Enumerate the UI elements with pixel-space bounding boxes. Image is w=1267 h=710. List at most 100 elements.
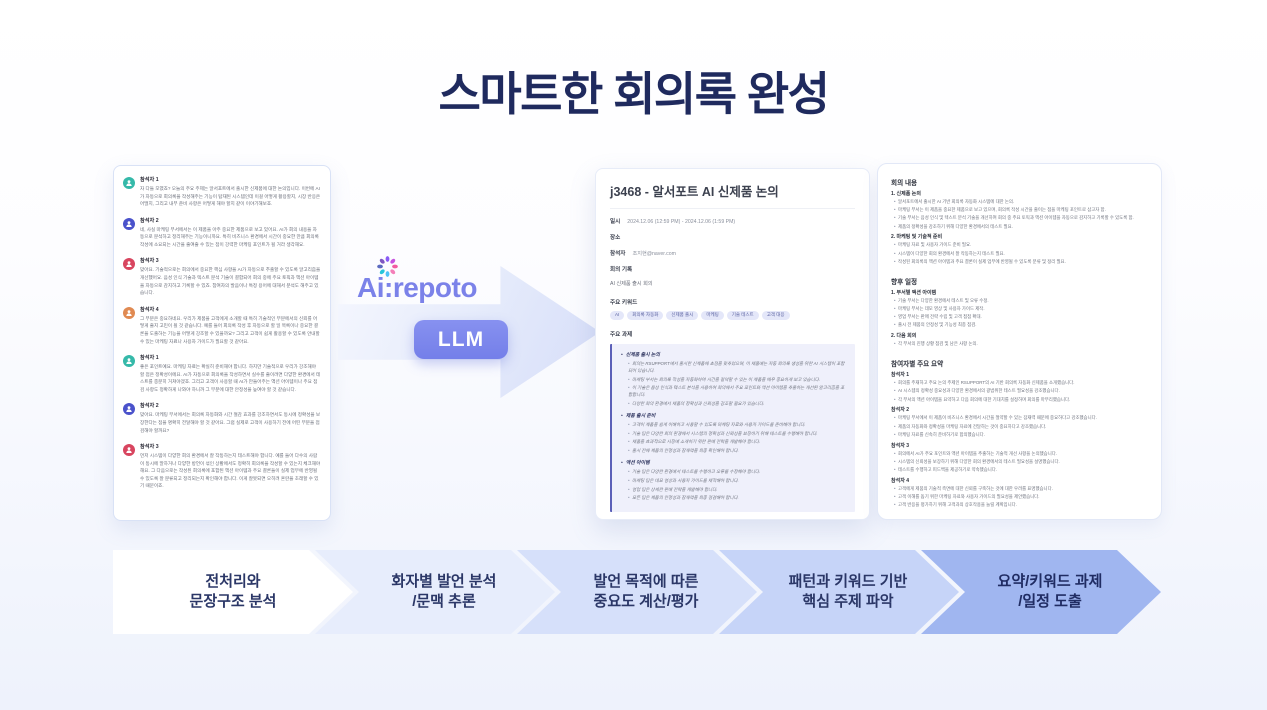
field-place: 장소 bbox=[610, 233, 855, 241]
participant-avatar-icon bbox=[123, 306, 135, 319]
summary-section-list: 마케팅 자료 및 사용자 가이드 준비 필요. 시스템이 다양한 회의 환경에서 … bbox=[891, 242, 1148, 265]
bullet-item: 영업 부서는 판매 전략 수립 및 고객 접점 확대. bbox=[894, 314, 1148, 321]
bullet-item: 제품의 자동화와 정확성을 마케팅 자료에 전달하는 것이 중요하다고 강조했습… bbox=[894, 424, 1148, 431]
flow-step-label: 중요도 계산/평가 bbox=[593, 593, 699, 610]
participant-name: 참석자 3 bbox=[140, 444, 159, 451]
date-value: 2024.12.06 (12:59 PM) - 2024.12.06 (1:59… bbox=[627, 219, 736, 225]
summary-schedule-title: 향후 일정 bbox=[891, 278, 918, 286]
flow-step-label: 발언 목적에 따른 bbox=[593, 572, 699, 590]
bullet-item: 회의는 RSUPPORT에서 출시한 신제품에 초점을 맞추었으며, 이 제품에… bbox=[628, 360, 846, 374]
participant-avatar-icon bbox=[123, 217, 135, 230]
field-record: 회의 기록 bbox=[610, 265, 855, 273]
transcript-entry-body: 참석자 3 먼저 시스템이 다양한 회의 환경에서 잘 작동하는지 테스트해야 … bbox=[140, 443, 321, 490]
participant-name: 참석자 2 bbox=[140, 217, 159, 224]
transcript-entry-body: 참석자 4 그 부분은 중요하네요. 우리가 제품을 고객에게 소개할 때 특히… bbox=[140, 306, 321, 345]
bullet-item: 마케팅 부서에서 이 제품이 비즈니스 환경에서 시간을 절약할 수 있는 잠재… bbox=[894, 415, 1148, 422]
flow-step-label: 문장구조 분석 bbox=[189, 593, 277, 610]
place-label: 장소 bbox=[610, 235, 621, 241]
repoto-logo-text: Ai:repoto bbox=[357, 272, 477, 303]
participant-name: 참석자 1 bbox=[140, 177, 159, 183]
page-title: 스마트한 회의록 완성 bbox=[438, 68, 830, 120]
participant-section-title: 참석자 4 bbox=[891, 477, 909, 484]
task-group-list: 회의는 RSUPPORT에서 출시한 신제품에 초점을 맞추었으며, 이 제품에… bbox=[621, 360, 846, 407]
bullet-item: 마케팅 팀은 데모 영상과 사용자 가이드를 제작해야 합니다. bbox=[628, 477, 846, 484]
meeting-doc: j3468 - 알서포트 AI 신제품 논의 일시 2024.12.06 (12… bbox=[595, 168, 870, 520]
flow-step-label: /일정 도출 bbox=[1018, 593, 1082, 610]
participant-utterance: 맞아요. 기술적으로는 회의에서 중요한 핵심 사항을 AI가 자동으로 추출할… bbox=[140, 267, 321, 296]
bullet-item: 테스트를 수행하고 피드백을 제공하기로 약속했습니다. bbox=[894, 467, 1148, 474]
summary-participants-title: 참여자별 주요 요약 bbox=[891, 361, 944, 369]
participant-section-title: 참석자 2 bbox=[891, 407, 909, 414]
bullet-item: 기술 팀은 다양한 회의 환경에서 시스템의 정확성과 신뢰성을 보장하기 위해… bbox=[628, 430, 846, 437]
participant-name: 참석자 3 bbox=[140, 258, 159, 265]
keyword-chip: 마케팅 bbox=[701, 311, 724, 320]
participant-section-list: 회의를 주재하고 주요 논의 주제인 RSUPPORT의 AI 기반 회의록 자… bbox=[891, 380, 1148, 403]
participant-section-list: 마케팅 부서에서 이 제품이 비즈니스 환경에서 시간을 절약할 수 있는 잠재… bbox=[891, 415, 1148, 438]
summary-section-title: 1. 신제품 논의 bbox=[891, 191, 921, 197]
summary-section-list: 알서포트에서 출시한 AI 기반 회의록 자동화 시스템에 대한 논의.마케팅 … bbox=[891, 199, 1148, 230]
participant-utterance: 자 다들 모였죠? 오늘의 주요 주제는 알서포트에서 출시한 신제품에 대한 … bbox=[140, 186, 321, 207]
transcript-entry-body: 참석자 2 네, 사실 마케팅 부서에서는 이 제품을 아주 중요한 제품으로 … bbox=[140, 217, 321, 249]
summary-doc: 회의 내용 1. 신제품 논의 알서포트에서 출시한 AI 기반 회의록 자동화… bbox=[877, 163, 1162, 520]
attendee-value: 조지현@naver.com bbox=[632, 251, 676, 257]
transcript-entry: 참석자 2 맞아요. 마케팅 부서에서는 회의록 자동화와 시간 절감 효과를 … bbox=[123, 402, 321, 434]
participant-section-list: 회의에서 AI가 주요 포인트와 액션 아이템을 추출하는 기술적 개선 사항을… bbox=[891, 451, 1148, 474]
keyword-chip: 신제품 출시 bbox=[666, 311, 699, 320]
participant-utterance: 먼저 시스템이 다양한 회의 환경에서 잘 작동하는지 테스트해야 합니다. 예… bbox=[140, 453, 321, 489]
flow-step-summary-output: 요약/키워드 과제 /일정 도출 bbox=[921, 550, 1161, 634]
flow-step-preprocessing: 전처리와 문장구조 분석 bbox=[113, 550, 353, 634]
meeting-doc-title: j3468 - 알서포트 AI 신제품 논의 bbox=[610, 181, 855, 209]
participant-avatar-icon bbox=[123, 258, 135, 271]
transcript-entry-body: 참석자 2 맞아요. 마케팅 부서에서는 회의록 자동화와 시간 절감 효과를 … bbox=[140, 402, 321, 434]
bullet-item: 마케팅 자료를 신속히 준비하기로 합의했습니다. bbox=[894, 432, 1148, 439]
participant-name: 참석자 2 bbox=[140, 403, 159, 410]
bullet-item: 모든 팀은 제품의 안정성과 잠재력을 최종 점검해야 합니다. bbox=[628, 494, 846, 501]
bullet-item: 고객 이해를 돕기 위한 마케팅 자료와 사용자 가이드의 필요성을 제안했습니… bbox=[894, 494, 1148, 501]
transcript-entry: 참석자 1 좋은 포인트예요. 마케팅 자료는 확실히 준비해야 합니다. 하지… bbox=[123, 354, 321, 393]
participant-section-title: 참석자 3 bbox=[891, 442, 909, 449]
participant-utterance: 네, 사실 마케팅 부서에서는 이 제품을 아주 중요한 제품으로 보고 있어요… bbox=[140, 226, 319, 247]
summary-section-title: 2. 다음 회의 bbox=[891, 333, 917, 340]
bullet-item: 기술 부서는 다양한 환경에서 테스트 및 오류 수정. bbox=[894, 298, 1148, 305]
bullet-item: 제품을 효과적으로 시장에 소개하기 위한 판매 전략을 개발해야 합니다. bbox=[628, 438, 846, 445]
task-group: 제품 출시 준비 고객이 제품을 쉽게 이해하고 사용할 수 있도록 마케팅 자… bbox=[621, 412, 846, 454]
bullet-item: 마케팅 자료 및 사용자 가이드 준비 필요. bbox=[894, 242, 1148, 249]
participant-utterance: 맞아요. 마케팅 부서에서는 회의록 자동화와 시간 절감 효과를 강조하면서도… bbox=[140, 412, 321, 433]
bullet-item: 마케팅 부서는 데모 영상 및 사용자 가이드 제작. bbox=[894, 306, 1148, 313]
bullet-item: AI 시스템의 정확성 중요성과 다양한 환경에서의 광범위한 테스트 필요성을… bbox=[894, 388, 1148, 395]
bullet-item: 이 기술은 음성 인식과 텍스트 분석을 사용하여 회의에서 주요 포인트와 액… bbox=[628, 384, 846, 398]
participant-name: 참석자 4 bbox=[140, 306, 159, 313]
keyword-chip: AI bbox=[610, 311, 625, 320]
bullet-item: 출시 전 제품의 안정성 및 기능성 최종 점검. bbox=[894, 322, 1148, 329]
bullet-item: 고객에게 제품의 기술적 측면에 대한 신뢰를 구축하는 것에 대한 우려를 표… bbox=[894, 486, 1148, 493]
transcript-entry-body: 참석자 1 자 다들 모였죠? 오늘의 주요 주제는 알서포트에서 출시한 신제… bbox=[140, 176, 321, 208]
bullet-item: 시스템의 신뢰성을 보장하기 위해 다양한 회의 환경에서의 테스트 필요성을 … bbox=[894, 459, 1148, 466]
field-keywords: 주요 키워드 bbox=[610, 298, 855, 306]
tasks-box: 신제품 출시 논의 회의는 RSUPPORT에서 출시한 신제품에 초점을 맞추… bbox=[610, 343, 855, 513]
tasks-label: 주요 과제 bbox=[610, 331, 633, 338]
task-group-title: 제품 출시 준비 bbox=[621, 412, 846, 419]
date-label: 일시 bbox=[610, 219, 621, 225]
bullet-item: 마케팅 부서는 이 제품을 중요한 제품으로 보고 있으며, 회의록 작성 시간… bbox=[894, 207, 1148, 214]
participant-utterance: 그 부분은 중요하네요. 우리가 제품을 고객에게 소개할 때 특히 기술적인 … bbox=[140, 315, 320, 344]
bullet-item: 시스템이 다양한 회의 환경에서 잘 작동하는지 테스트 필요. bbox=[894, 251, 1148, 258]
field-attendee: 참석자 조지현@naver.com bbox=[610, 249, 855, 257]
bullet-item: 다양한 회의 환경에서 제품의 정확성과 신뢰성을 강조할 필요가 있습니다. bbox=[628, 400, 846, 407]
participant-avatar-icon bbox=[123, 444, 135, 457]
record-value: AI 신제품 출시 회의 bbox=[610, 281, 653, 287]
bullet-item: 출시 전에 제품의 안정성과 잠재력을 최종 확인해야 합니다. bbox=[628, 447, 846, 454]
bullet-item: 회의를 주재하고 주요 논의 주제인 RSUPPORT의 AI 기반 회의록 자… bbox=[894, 380, 1148, 387]
transcript-card: 참석자 1 자 다들 모였죠? 오늘의 주요 주제는 알서포트에서 출시한 신제… bbox=[113, 165, 331, 521]
transcript-entry-body: 참석자 3 맞아요. 기술적으로는 회의에서 중요한 핵심 사항을 AI가 자동… bbox=[140, 257, 321, 296]
llm-badge: LLM bbox=[414, 320, 508, 359]
bullet-item: 작성된 회의록의 액션 아이템과 주요 결론이 실제 업무에 반영될 수 있도록… bbox=[894, 259, 1148, 266]
field-date: 일시 2024.12.06 (12:59 PM) - 2024.12.06 (1… bbox=[610, 217, 855, 225]
participant-avatar-icon bbox=[123, 177, 135, 189]
bullet-item: 알서포트에서 출시한 AI 기반 회의록 자동화 시스템에 대한 논의. bbox=[894, 199, 1148, 206]
flow-step-label: 전처리와 bbox=[205, 572, 261, 590]
summary-section-title: 2. 마케팅 및 기술적 준비 bbox=[891, 234, 943, 241]
bullet-item: 고객이 제품을 쉽게 이해하고 사용할 수 있도록 마케팅 자료와 사용자 가이… bbox=[628, 421, 846, 428]
transcript-entry-body: 참석자 1 좋은 포인트예요. 마케팅 자료는 확실히 준비해야 합니다. 하지… bbox=[140, 354, 321, 393]
summary-section-title: 1. 부서별 액션 아이템 bbox=[891, 289, 937, 296]
